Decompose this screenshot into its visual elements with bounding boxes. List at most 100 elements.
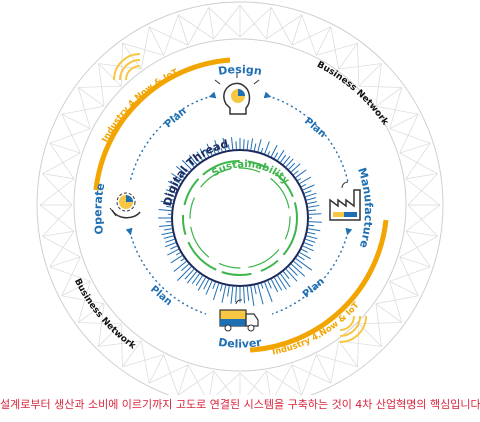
burst-tick (307, 202, 316, 204)
burst-tick (283, 272, 289, 279)
lattice-line (331, 27, 339, 69)
lattice-line (331, 341, 339, 383)
burst-tick (176, 253, 180, 255)
burst-tick (308, 205, 319, 207)
lattice-line (240, 5, 266, 39)
lattice-line (240, 373, 271, 395)
lattice-line (376, 64, 382, 107)
lattice-line (50, 143, 80, 153)
lattice-line (316, 27, 331, 56)
burst-tick (294, 171, 299, 175)
lattice-line (266, 7, 271, 39)
burst-tick (159, 225, 171, 226)
lattice-line (122, 43, 163, 55)
lattice-line (214, 371, 240, 395)
burst-tick (231, 287, 233, 304)
lattice-line (214, 5, 240, 39)
lattice-line (42, 205, 72, 236)
stage-operate-label: Operate (91, 182, 107, 235)
lattice-line (178, 365, 188, 395)
lattice-line (42, 174, 72, 205)
burst-tick (254, 285, 256, 294)
lattice-line (121, 324, 122, 367)
burst-tick (304, 191, 311, 194)
burst-tick (232, 137, 233, 149)
lattice-line (40, 179, 74, 205)
lattice-line (209, 373, 240, 395)
burst-tick (220, 285, 222, 292)
lattice-line (406, 174, 438, 179)
burst-tick (303, 185, 314, 190)
lattice-line (358, 43, 359, 86)
lattice-line (78, 87, 90, 128)
burst-tick (177, 267, 191, 281)
lattice-line (339, 341, 358, 367)
lattice-line (42, 231, 74, 236)
lattice-line (406, 205, 440, 231)
lattice-line (240, 371, 266, 395)
stage-design-label: Design (217, 63, 262, 78)
burst-tick (164, 229, 172, 230)
plan-label-top-left: Plan (163, 106, 189, 130)
burst-tick (251, 286, 254, 306)
lattice-line (40, 205, 74, 231)
lattice-line (359, 324, 382, 347)
lattice-line (78, 86, 121, 87)
lattice-line (400, 143, 430, 153)
design-head-icon (215, 73, 259, 114)
lattice-line (292, 15, 302, 45)
lattice-line (400, 257, 430, 267)
lattice-line (271, 365, 292, 395)
lattice-line (209, 7, 214, 39)
lattice-line (339, 64, 382, 70)
burst-tick (251, 138, 253, 149)
plan-label-bottom-right: Plan (301, 276, 327, 300)
lattice-line (122, 355, 163, 367)
burst-tick (236, 287, 237, 302)
lattice-line (400, 153, 438, 174)
burst-tick (268, 151, 270, 155)
burst-tick (301, 184, 305, 186)
lattice-line (188, 365, 209, 395)
lattice-line (390, 114, 419, 129)
lattice-line (50, 231, 74, 267)
hand-gear-icon (110, 193, 140, 218)
burst-tick (303, 246, 314, 251)
burst-tick (281, 155, 286, 162)
burst-tick (244, 287, 245, 303)
burst-tick (174, 261, 186, 271)
truck-icon (220, 300, 258, 331)
burst-tick (181, 259, 185, 262)
burst-tick (306, 239, 316, 242)
lattice-line (209, 371, 214, 395)
lattice-line (316, 355, 357, 367)
burst-tick (171, 256, 182, 263)
burst-tick (268, 281, 271, 288)
lattice-line (188, 7, 209, 45)
burst-tick (165, 239, 174, 242)
lattice-line (178, 371, 214, 395)
burst-tick (301, 249, 307, 252)
burst-tick (291, 264, 305, 276)
burst-tick (159, 209, 172, 210)
burst-tick (222, 285, 226, 302)
digital-thread-diagram: Digital Thread Sustainability Design Man… (0, 0, 480, 395)
lattice-line (178, 15, 214, 39)
lattice-line (359, 64, 382, 87)
burst-tick (300, 177, 311, 183)
burst-tick (170, 246, 177, 249)
burst-tick (228, 286, 230, 296)
lattice-line (178, 15, 188, 45)
burst-tick (185, 269, 194, 279)
lattice-line (62, 106, 104, 114)
burst-tick (247, 287, 248, 301)
lattice-line (339, 43, 358, 69)
lattice-line (141, 341, 149, 383)
lattice-line (390, 87, 402, 128)
burst-tick (265, 282, 272, 301)
plan-label-top-right: Plan (302, 116, 328, 140)
burst-tick (275, 153, 278, 159)
burst-tick (309, 225, 315, 226)
lattice-line (149, 355, 164, 384)
lattice-line (316, 355, 331, 384)
